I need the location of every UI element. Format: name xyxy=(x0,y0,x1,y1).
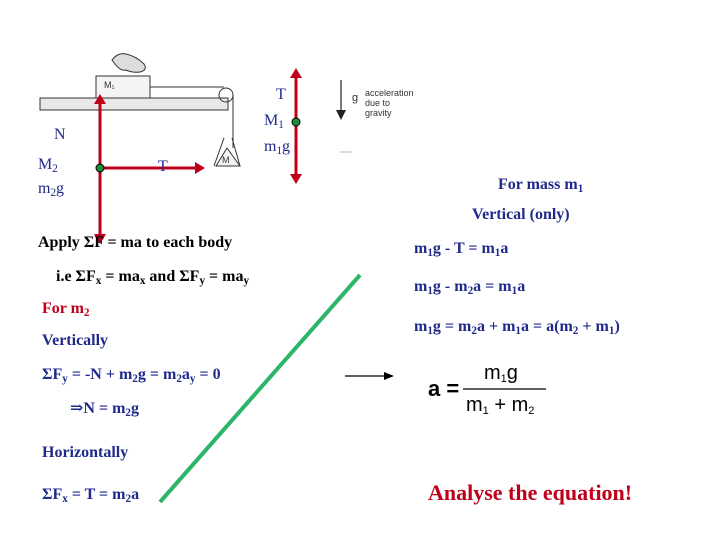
m2-body-dot xyxy=(95,163,105,173)
gravity-arrow-head xyxy=(336,110,346,120)
result-denominator: m1 + m2 xyxy=(466,394,535,417)
result-numerator: m1g xyxy=(484,362,518,385)
result-arrowhead xyxy=(384,372,394,380)
label-m2g: m2g xyxy=(38,180,65,199)
pulley-leg-left xyxy=(213,137,225,167)
hanging-mass-label: M xyxy=(222,155,230,165)
pulley-setup xyxy=(39,53,241,167)
equation-2: m1g - m2a = m1a xyxy=(414,278,526,297)
apply-statement: Apply ΣF = ma to each body xyxy=(38,234,233,251)
g-note: acceleration due to gravity xyxy=(365,88,414,118)
m1-body-dot xyxy=(291,117,301,127)
table-top xyxy=(39,97,229,111)
label-T-right: T xyxy=(276,86,286,103)
label-M2: M2 xyxy=(38,156,58,175)
sum-fx-equation: ΣFx = T = m2a xyxy=(42,486,140,505)
result-a-equals: a = xyxy=(428,376,460,401)
m2-normal-arrowhead xyxy=(94,94,106,104)
m2-tension-arrowhead xyxy=(195,162,205,174)
label-T-left: T xyxy=(158,158,168,175)
vertically-heading: Vertically xyxy=(42,332,109,349)
g-note-line-3: gravity xyxy=(365,108,392,118)
label-N: N xyxy=(54,126,66,143)
for-m2: For m2 xyxy=(42,300,90,319)
g-symbol: g xyxy=(352,92,359,104)
equation-1: m1g - T = m1a xyxy=(414,240,509,259)
analyse-note: Analyse the equation! xyxy=(428,480,633,505)
equation-3: m1g = m2a + m1a = a(m2 + m1) xyxy=(414,318,620,337)
normal-force-result: ⇒N = m2g xyxy=(70,400,139,419)
g-note-line-1: acceleration xyxy=(365,88,414,98)
m1-weight-arrowhead xyxy=(290,174,302,184)
block-m1-label: M₁ xyxy=(104,80,115,90)
hand-icon xyxy=(111,53,146,73)
hanging-mass xyxy=(215,147,241,167)
g-note-line-2: due to xyxy=(365,98,391,108)
m2-weight-arrowhead xyxy=(94,234,106,244)
m1-tension-arrowhead xyxy=(290,68,302,78)
horizontally-heading: Horizontally xyxy=(42,444,129,461)
component-equations: i.e ΣFx = max and ΣFy = may xyxy=(56,268,250,287)
pointer-line xyxy=(158,273,362,504)
sum-fy-equation: ΣFy = -N + m2g = m2ay = 0 xyxy=(42,366,221,385)
label-M1: M1 xyxy=(264,112,284,131)
label-m1g: m1g xyxy=(264,138,291,157)
for-mass-m1: For mass m1 xyxy=(498,176,584,195)
pulley-leg-right xyxy=(231,137,241,167)
vertical-only: Vertical (only) xyxy=(472,206,570,223)
